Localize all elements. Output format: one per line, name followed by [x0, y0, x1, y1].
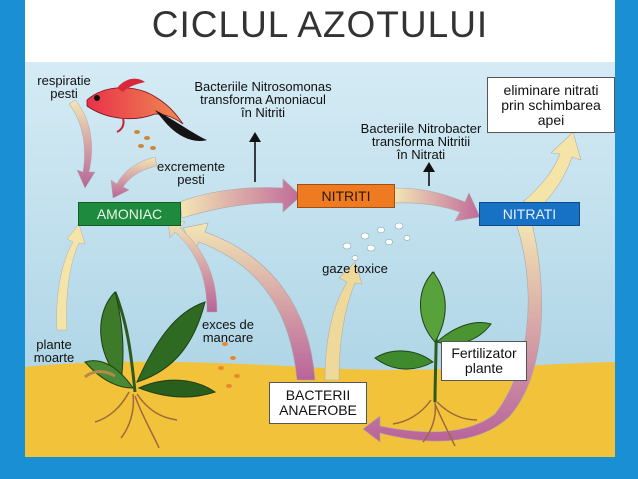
fertilizator-line-2: plante — [464, 360, 504, 376]
nitrosomonas-line-2: transforma Amoniacul — [200, 92, 326, 107]
excremente-line-1: excremente — [157, 159, 225, 174]
nitriti-box: NITRITI — [297, 184, 395, 208]
nitrati-box: NITRATI — [479, 202, 580, 226]
plante-moarte-label: plante moarte — [25, 338, 83, 364]
plante-line-2: moarte — [33, 350, 75, 365]
bacterii-anaerobe-box: BACTERII ANAEROBE — [269, 382, 367, 424]
arrow-plante-to-amoniac — [56, 223, 86, 331]
eliminare-line-2: prin schimbarea — [501, 96, 601, 113]
eliminare-line-1: eliminare nitrati — [503, 81, 599, 98]
left-plant — [84, 291, 217, 449]
right-plant — [374, 271, 492, 447]
excremente-pesti-label: excremente pesti — [151, 160, 231, 186]
bacterii-line-1: BACTERII — [285, 387, 351, 403]
page-title: CICLUL AZOTULUI — [151, 4, 489, 45]
aquarium-scene: AMONIAC NITRITI NITRATI eliminare nitrat… — [25, 62, 615, 457]
arrow-excremente-to-amoniac — [110, 156, 158, 199]
arrow-respiratie-to-amoniac — [68, 99, 96, 189]
nitrati-label: NITRATI — [502, 206, 557, 222]
nitrobacter-line-1: Bacteriile Nitrobacter — [360, 121, 482, 136]
excremente-line-2: pesti — [177, 172, 205, 187]
arrow-bacterii-to-gaze — [324, 261, 363, 381]
arrow-nitriti-to-nitrati — [393, 187, 481, 222]
gaze-toxice-label: gaze toxice — [315, 262, 395, 275]
exces-mancare-label: exces de mancare — [193, 318, 263, 344]
exces-line-2: mancare — [202, 330, 254, 345]
respiratie-pesti-label: respiratie pesti — [29, 74, 99, 100]
fish-waste — [134, 130, 156, 150]
gaze-toxice-text: gaze toxice — [322, 261, 388, 276]
nitrobacter-label: Bacteriile Nitrobacter transforma Nitrit… — [351, 122, 491, 161]
food-pellets — [218, 342, 240, 388]
nitrobacter-line-2: transforma Nitritii — [371, 134, 471, 149]
arrow-bacterii-to-amoniac — [182, 222, 316, 381]
amoniac-box: AMONIAC — [78, 202, 181, 226]
fish-illustration — [86, 78, 207, 142]
gas-bubbles — [342, 222, 411, 261]
nitrosomonas-line-1: Bacteriile Nitrosomonas — [194, 79, 332, 94]
exces-line-1: exces de — [201, 317, 255, 332]
amoniac-label: AMONIAC — [96, 206, 163, 222]
bacterii-line-2: ANAEROBE — [279, 402, 357, 418]
eliminare-line-3: apei — [537, 111, 565, 128]
respiratie-line-2: pesti — [50, 86, 78, 101]
arrow-nitrati-to-eliminare — [522, 131, 582, 213]
fertilizator-box: Fertilizator plante — [441, 341, 527, 381]
nitrobacter-line-3: în Nitrati — [396, 147, 446, 162]
title-band: CICLUL AZOTULUI — [25, 0, 615, 62]
nitrosomonas-line-3: în Nitriti — [240, 105, 286, 120]
fertilizator-line-1: Fertilizator — [451, 345, 517, 361]
nitriti-label: NITRITI — [321, 188, 371, 204]
plante-line-1: plante — [36, 337, 72, 352]
arrow-amoniac-to-nitriti — [179, 178, 302, 219]
nitrosomonas-label: Bacteriile Nitrosomonas transforma Amoni… — [193, 80, 333, 119]
respiratie-line-1: respiratie — [37, 73, 91, 88]
eliminare-nitrati-box: eliminare nitrati prin schimbarea apei — [487, 77, 615, 133]
